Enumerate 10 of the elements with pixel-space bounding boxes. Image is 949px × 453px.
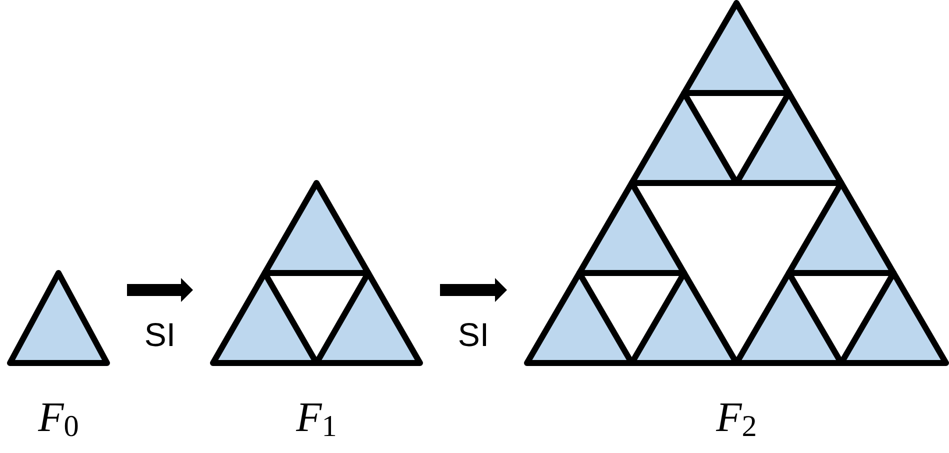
edge-label: SI [144,318,176,351]
node-label: F$_{2}$ [716,397,757,439]
arrow [127,278,193,302]
sierpinski-triangle-drawing [523,0,949,367]
sierpinski-triangle-drawing [209,179,424,367]
node-label: F$_{0}$ [38,397,79,439]
triangle-drawing [6,269,111,367]
node-label: F$_{1}$ [296,397,337,439]
edge-label: SI [458,318,490,351]
arrow [440,278,507,302]
